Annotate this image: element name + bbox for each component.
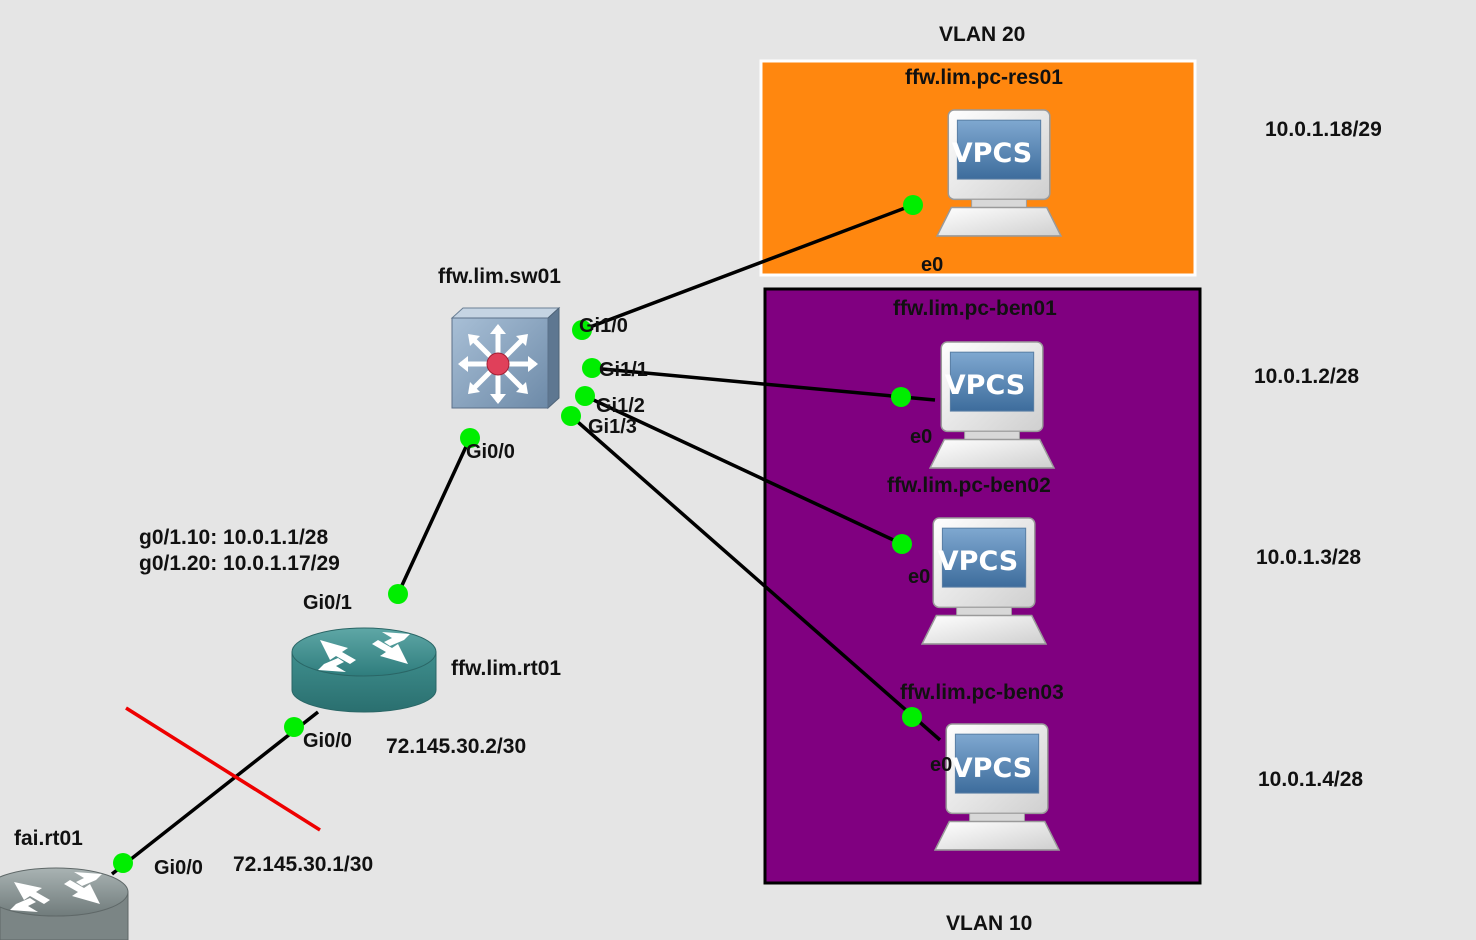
ip-pc-ben01: 10.0.1.2/28	[1254, 365, 1360, 388]
port-label-pc-res01-e0: e0	[921, 254, 944, 276]
ip-pc-res01: 10.0.1.18/29	[1265, 118, 1382, 141]
ip-pc-ben02: 10.0.1.3/28	[1256, 546, 1362, 569]
port-dot-rt-gi0-1	[388, 584, 408, 604]
port-label-sw-gi0-0: Gi0/0	[466, 441, 515, 463]
port-dots	[113, 195, 923, 873]
port-label-pc-ben03-e0: e0	[930, 754, 953, 776]
device-name-isp: fai.rt01	[14, 827, 83, 850]
link-sw-gi1-1-to-pc-ben01	[591, 366, 936, 402]
port-label-sw-gi1-2: Gi1/2	[596, 395, 645, 417]
device-name-pc-res01: ffw.lim.pc-res01	[905, 66, 1063, 89]
port-label-rt-gi0-1: Gi0/1	[303, 592, 352, 614]
port-dot-pc-ben02-e0	[892, 534, 912, 554]
port-label-sw-gi1-0: Gi1/0	[579, 315, 628, 337]
router-icon[interactable]	[291, 627, 437, 713]
port-dot-sw-gi1-3	[561, 406, 581, 426]
vpcs-text-ben02: VPCS	[938, 546, 1018, 577]
port-dot-sw-gi1-0	[572, 320, 592, 340]
device-name-switch: ffw.lim.sw01	[438, 265, 561, 288]
router-subif-10: g0/1.10: 10.0.1.1/28	[139, 526, 329, 549]
device-name-pc-ben01: ffw.lim.pc-ben01	[893, 297, 1057, 320]
port-dot-isp-gi0-0	[113, 853, 133, 873]
vlan10-label: VLAN 10	[946, 912, 1033, 935]
vpcs-text-ben03: VPCS	[952, 753, 1032, 784]
link-sw-gi0-0-to-rt-gi0-1	[396, 437, 472, 595]
multilayer-switch-icon[interactable]	[450, 306, 561, 410]
isp-router-icon[interactable]	[0, 867, 129, 940]
ip-pc-ben03: 10.0.1.4/28	[1258, 768, 1364, 791]
link-sw-gi1-2-to-pc-ben02	[584, 394, 903, 546]
vpcs-pc-ben02-icon[interactable]: VPCS	[921, 517, 1047, 645]
port-dot-sw-gi1-1	[582, 358, 602, 378]
port-label-pc-ben02-e0: e0	[908, 566, 931, 588]
port-label-isp-gi0-0: Gi0/0	[154, 857, 203, 879]
port-dot-sw-gi1-2	[575, 386, 595, 406]
vpcs-pc-ben03-icon[interactable]: VPCS	[934, 723, 1060, 851]
vpcs-pc-res01-icon[interactable]: VPCS	[936, 109, 1062, 237]
port-dot-rt-gi0-0	[284, 717, 304, 737]
port-dot-pc-ben01-e0	[891, 387, 911, 407]
port-dot-pc-res01-e0	[903, 195, 923, 215]
port-dot-sw-gi0-0	[460, 428, 480, 448]
device-name-pc-ben02: ffw.lim.pc-ben02	[887, 474, 1051, 497]
port-label-rt-gi0-0: Gi0/0	[303, 730, 352, 752]
vpcs-text-res01: VPCS	[952, 138, 1032, 169]
link-sw-gi1-0-to-pc-res01	[581, 203, 914, 332]
link-down-marker	[125, 706, 321, 832]
port-label-sw-gi1-3: Gi1/3	[588, 416, 637, 438]
isp-wan-address: 72.145.30.1/30	[233, 853, 374, 876]
rt-wan-address: 72.145.30.2/30	[386, 735, 527, 758]
port-label-sw-gi1-1: Gi1/1	[599, 359, 648, 381]
vpcs-pc-ben01-icon[interactable]: VPCS	[929, 341, 1055, 469]
port-dot-pc-ben03-e0	[902, 707, 922, 727]
link-rt-gi0-0-to-isp-gi0-0	[110, 710, 320, 876]
vlan20-label: VLAN 20	[939, 23, 1026, 46]
device-name-pc-ben03: ffw.lim.pc-ben03	[900, 681, 1064, 704]
device-name-router: ffw.lim.rt01	[451, 657, 562, 680]
link-sw-gi1-3-to-pc-ben03	[569, 414, 942, 742]
port-label-pc-ben01-e0: e0	[910, 426, 933, 448]
vpcs-text-ben01: VPCS	[945, 370, 1025, 401]
links	[110, 203, 942, 876]
router-subif-20: g0/1.20: 10.0.1.17/29	[139, 552, 340, 575]
